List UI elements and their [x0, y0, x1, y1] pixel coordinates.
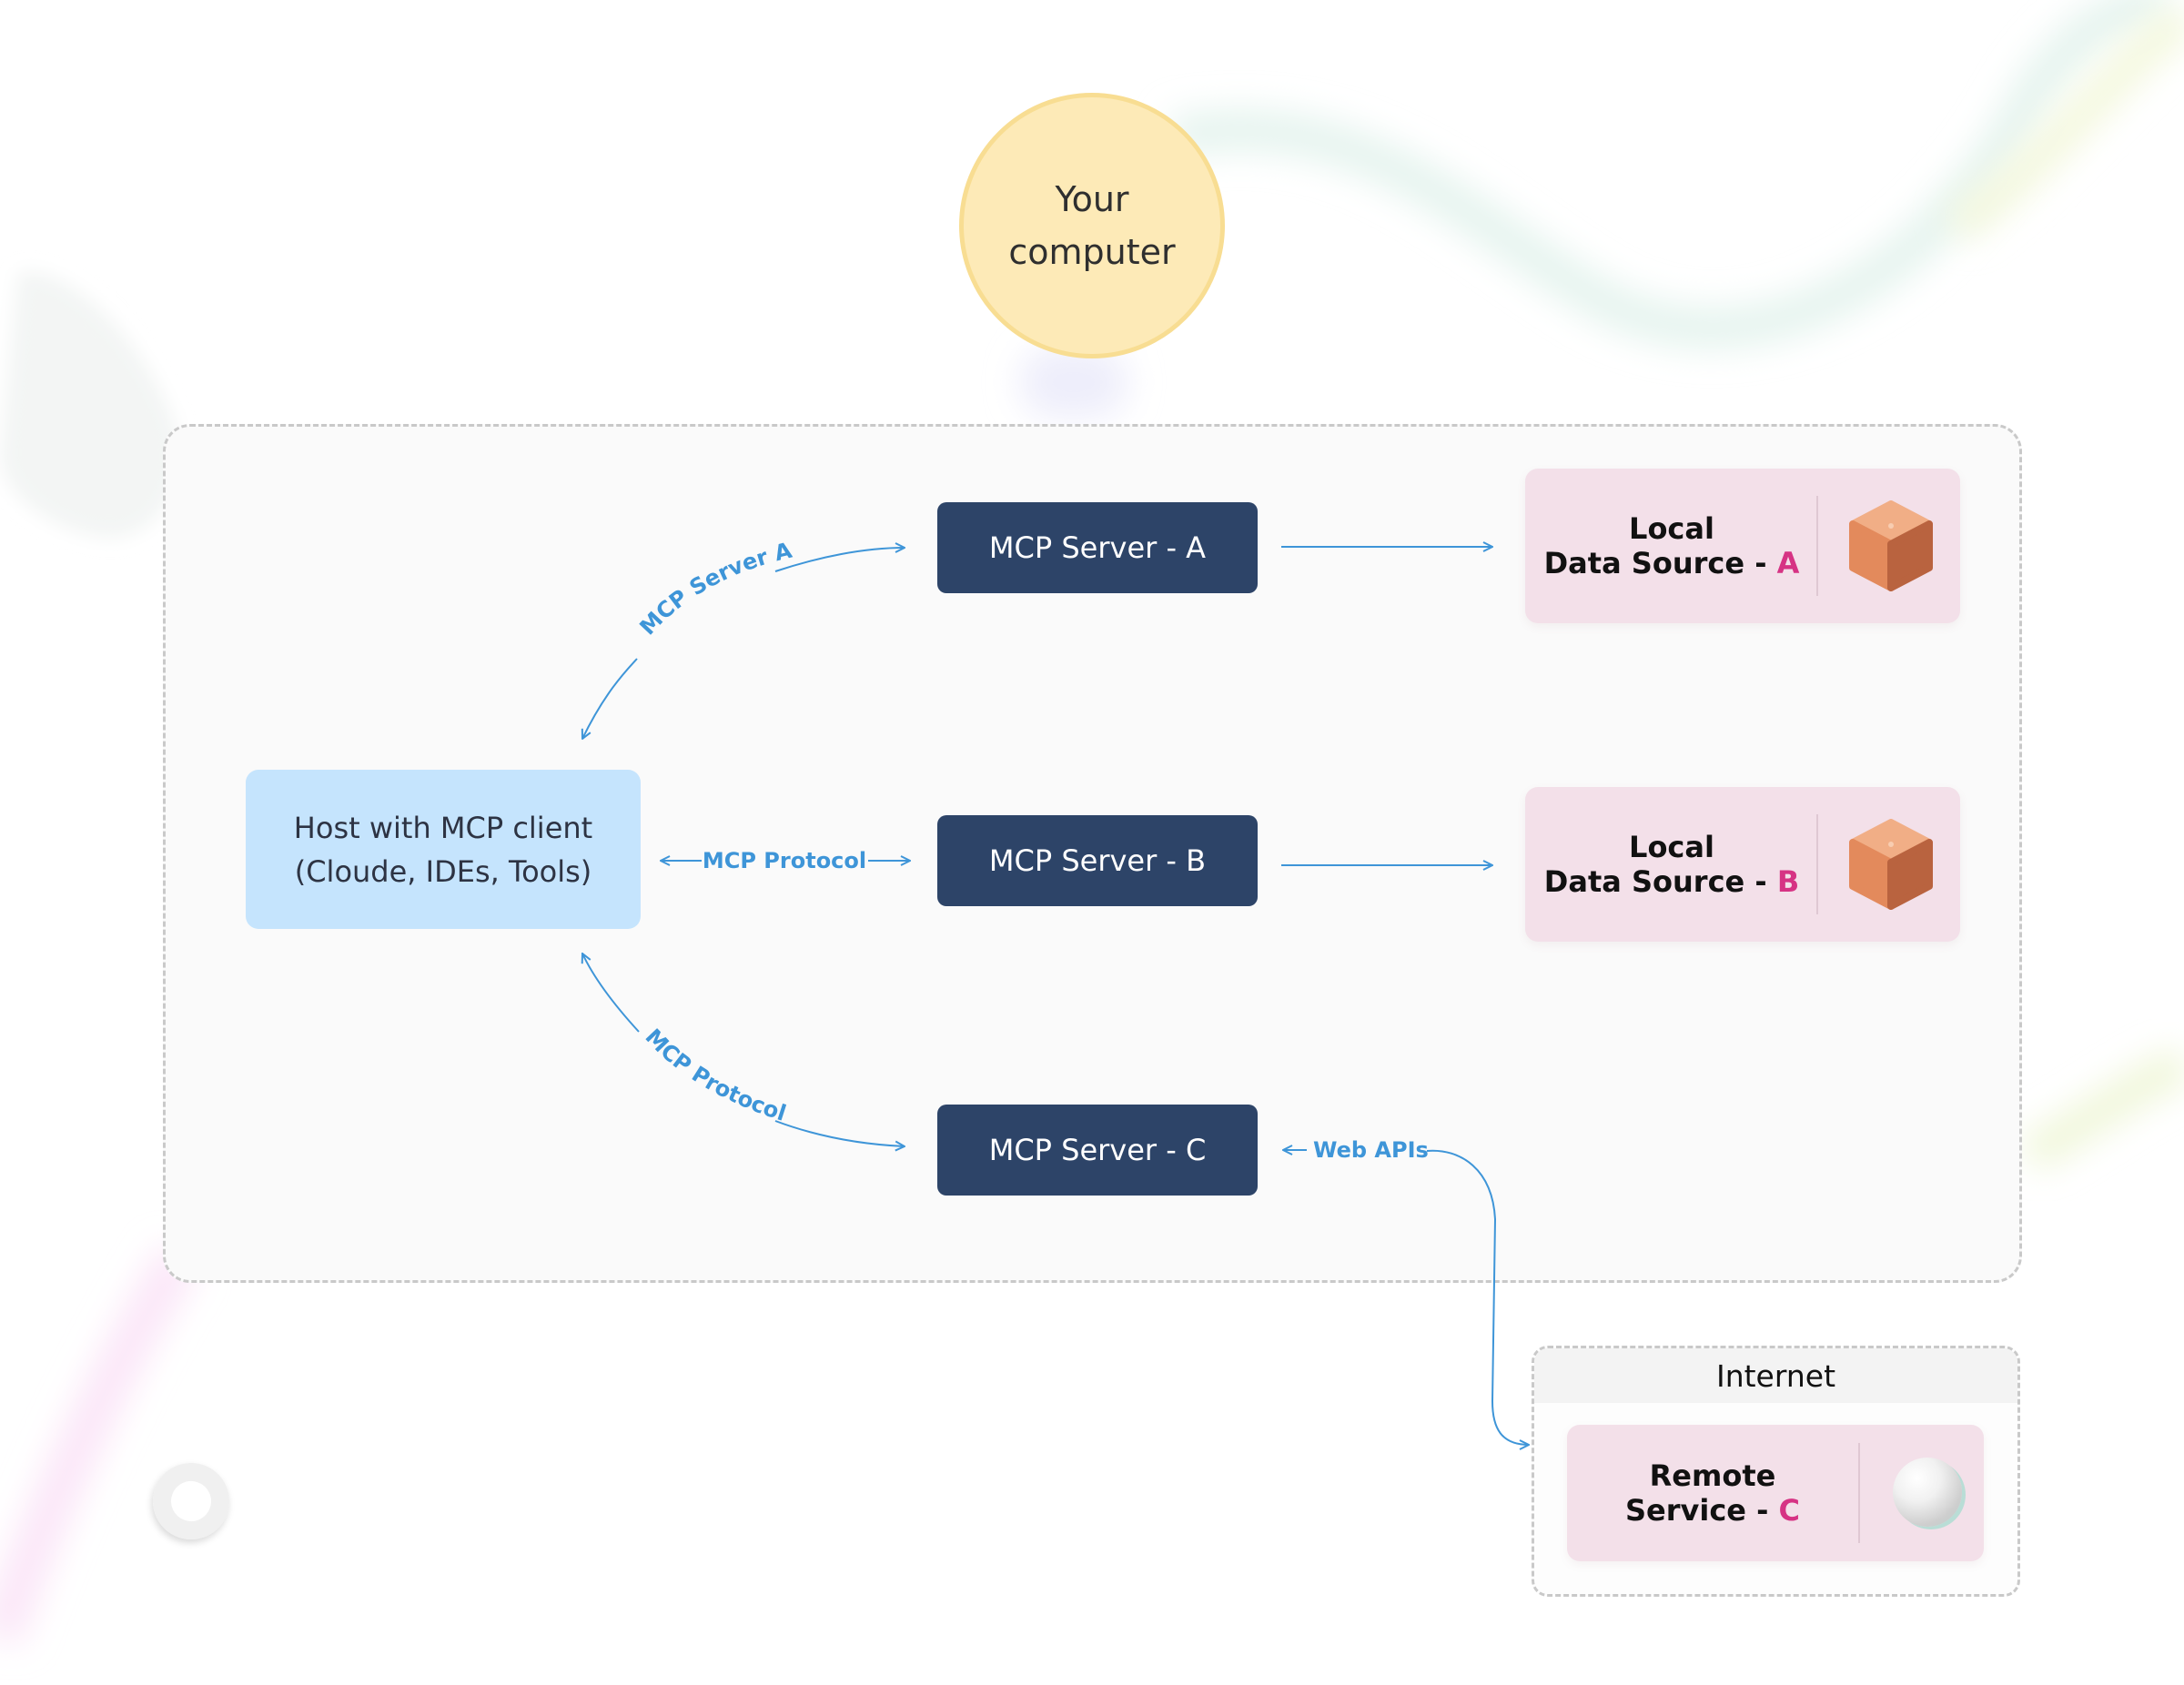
mcp-server-a-label: MCP Server - A: [988, 530, 1207, 565]
sphere-icon: [1893, 1458, 1962, 1527]
data-source-b-line2: Data Source - B: [1544, 864, 1799, 899]
host-to-server-c-arrow-tail: [774, 1120, 905, 1146]
host-to-server-c-arrow: [582, 953, 640, 1033]
internet-title: Internet: [1715, 1357, 1836, 1394]
data-source-b-letter: B: [1776, 864, 1800, 899]
host-to-server-b-label: MCP Protocol: [703, 848, 866, 873]
data-source-b-prefix: Data Source -: [1543, 864, 1777, 899]
remote-service-prefix: Service -: [1624, 1493, 1779, 1528]
data-source-a-letter: A: [1776, 546, 1800, 580]
lavender-glow-decoration: [1019, 346, 1128, 419]
data-source-a-line1: Local: [1629, 511, 1714, 546]
pink-ribbon-decoration: [0, 1244, 201, 1646]
host-to-server-a-label: MCP Server A: [634, 538, 794, 641]
mcp-server-b-box[interactable]: MCP Server - B: [937, 815, 1258, 906]
web-apis-label: Web APIs: [1313, 1137, 1429, 1163]
host-mcp-client-box[interactable]: Host with MCP client (Cloude, IDEs, Tool…: [246, 770, 641, 929]
mcp-server-c-label: MCP Server - C: [988, 1133, 1207, 1167]
remote-service-line1: Remote: [1649, 1458, 1776, 1493]
cube-icon: [1849, 500, 1933, 591]
data-source-b-line1: Local: [1629, 830, 1714, 864]
mcp-server-c-box[interactable]: MCP Server - C: [937, 1105, 1258, 1196]
data-source-a-prefix: Data Source -: [1543, 546, 1777, 580]
internet-header: Internet: [1534, 1348, 2017, 1403]
host-to-server-c-label-path: MCP Protocol: [640, 1024, 789, 1125]
teal-ribbon-decoration: [1169, 0, 2170, 349]
web-apis-connector: [1426, 1149, 1529, 1445]
host-to-server-c-label: MCP Protocol: [640, 1024, 789, 1125]
local-data-source-a-card[interactable]: Local Data Source - A: [1525, 469, 1960, 623]
card-divider: [1816, 814, 1818, 914]
host-label-line2: (Cloude, IDEs, Tools): [294, 853, 592, 889]
grey-pill-decoration: [0, 272, 181, 539]
host-label-line1: Host with MCP client: [293, 810, 593, 845]
green-ribbon-decoration: [2019, 1046, 2184, 1173]
cube-icon: [1849, 819, 1933, 910]
computer-label-line1: Your: [1055, 179, 1129, 219]
your-computer-circle: Your computer: [959, 93, 1225, 358]
computer-label-line2: computer: [1008, 232, 1176, 272]
host-to-server-a-arrow-tail: [774, 548, 905, 572]
data-source-b-text: Local Data Source - B: [1525, 787, 1818, 942]
yellow-ribbon-decoration: [1946, 4, 2184, 243]
remote-service-letter: C: [1778, 1493, 1801, 1528]
mcp-server-b-label: MCP Server - B: [988, 843, 1207, 878]
card-divider: [1858, 1443, 1860, 1543]
data-source-a-line2: Data Source - A: [1544, 546, 1800, 580]
data-source-a-text: Local Data Source - A: [1525, 469, 1818, 623]
card-divider: [1816, 496, 1818, 596]
remote-service-text: Remote Service - C: [1567, 1425, 1858, 1561]
mcp-server-a-box[interactable]: MCP Server - A: [937, 502, 1258, 593]
remote-service-c-card[interactable]: Remote Service - C: [1567, 1425, 1984, 1561]
local-data-source-b-card[interactable]: Local Data Source - B: [1525, 787, 1960, 942]
host-to-server-a-label-path: MCP Server A: [634, 538, 794, 641]
remote-service-line2: Service - C: [1625, 1493, 1800, 1528]
host-to-server-a-arrow: [582, 658, 638, 739]
